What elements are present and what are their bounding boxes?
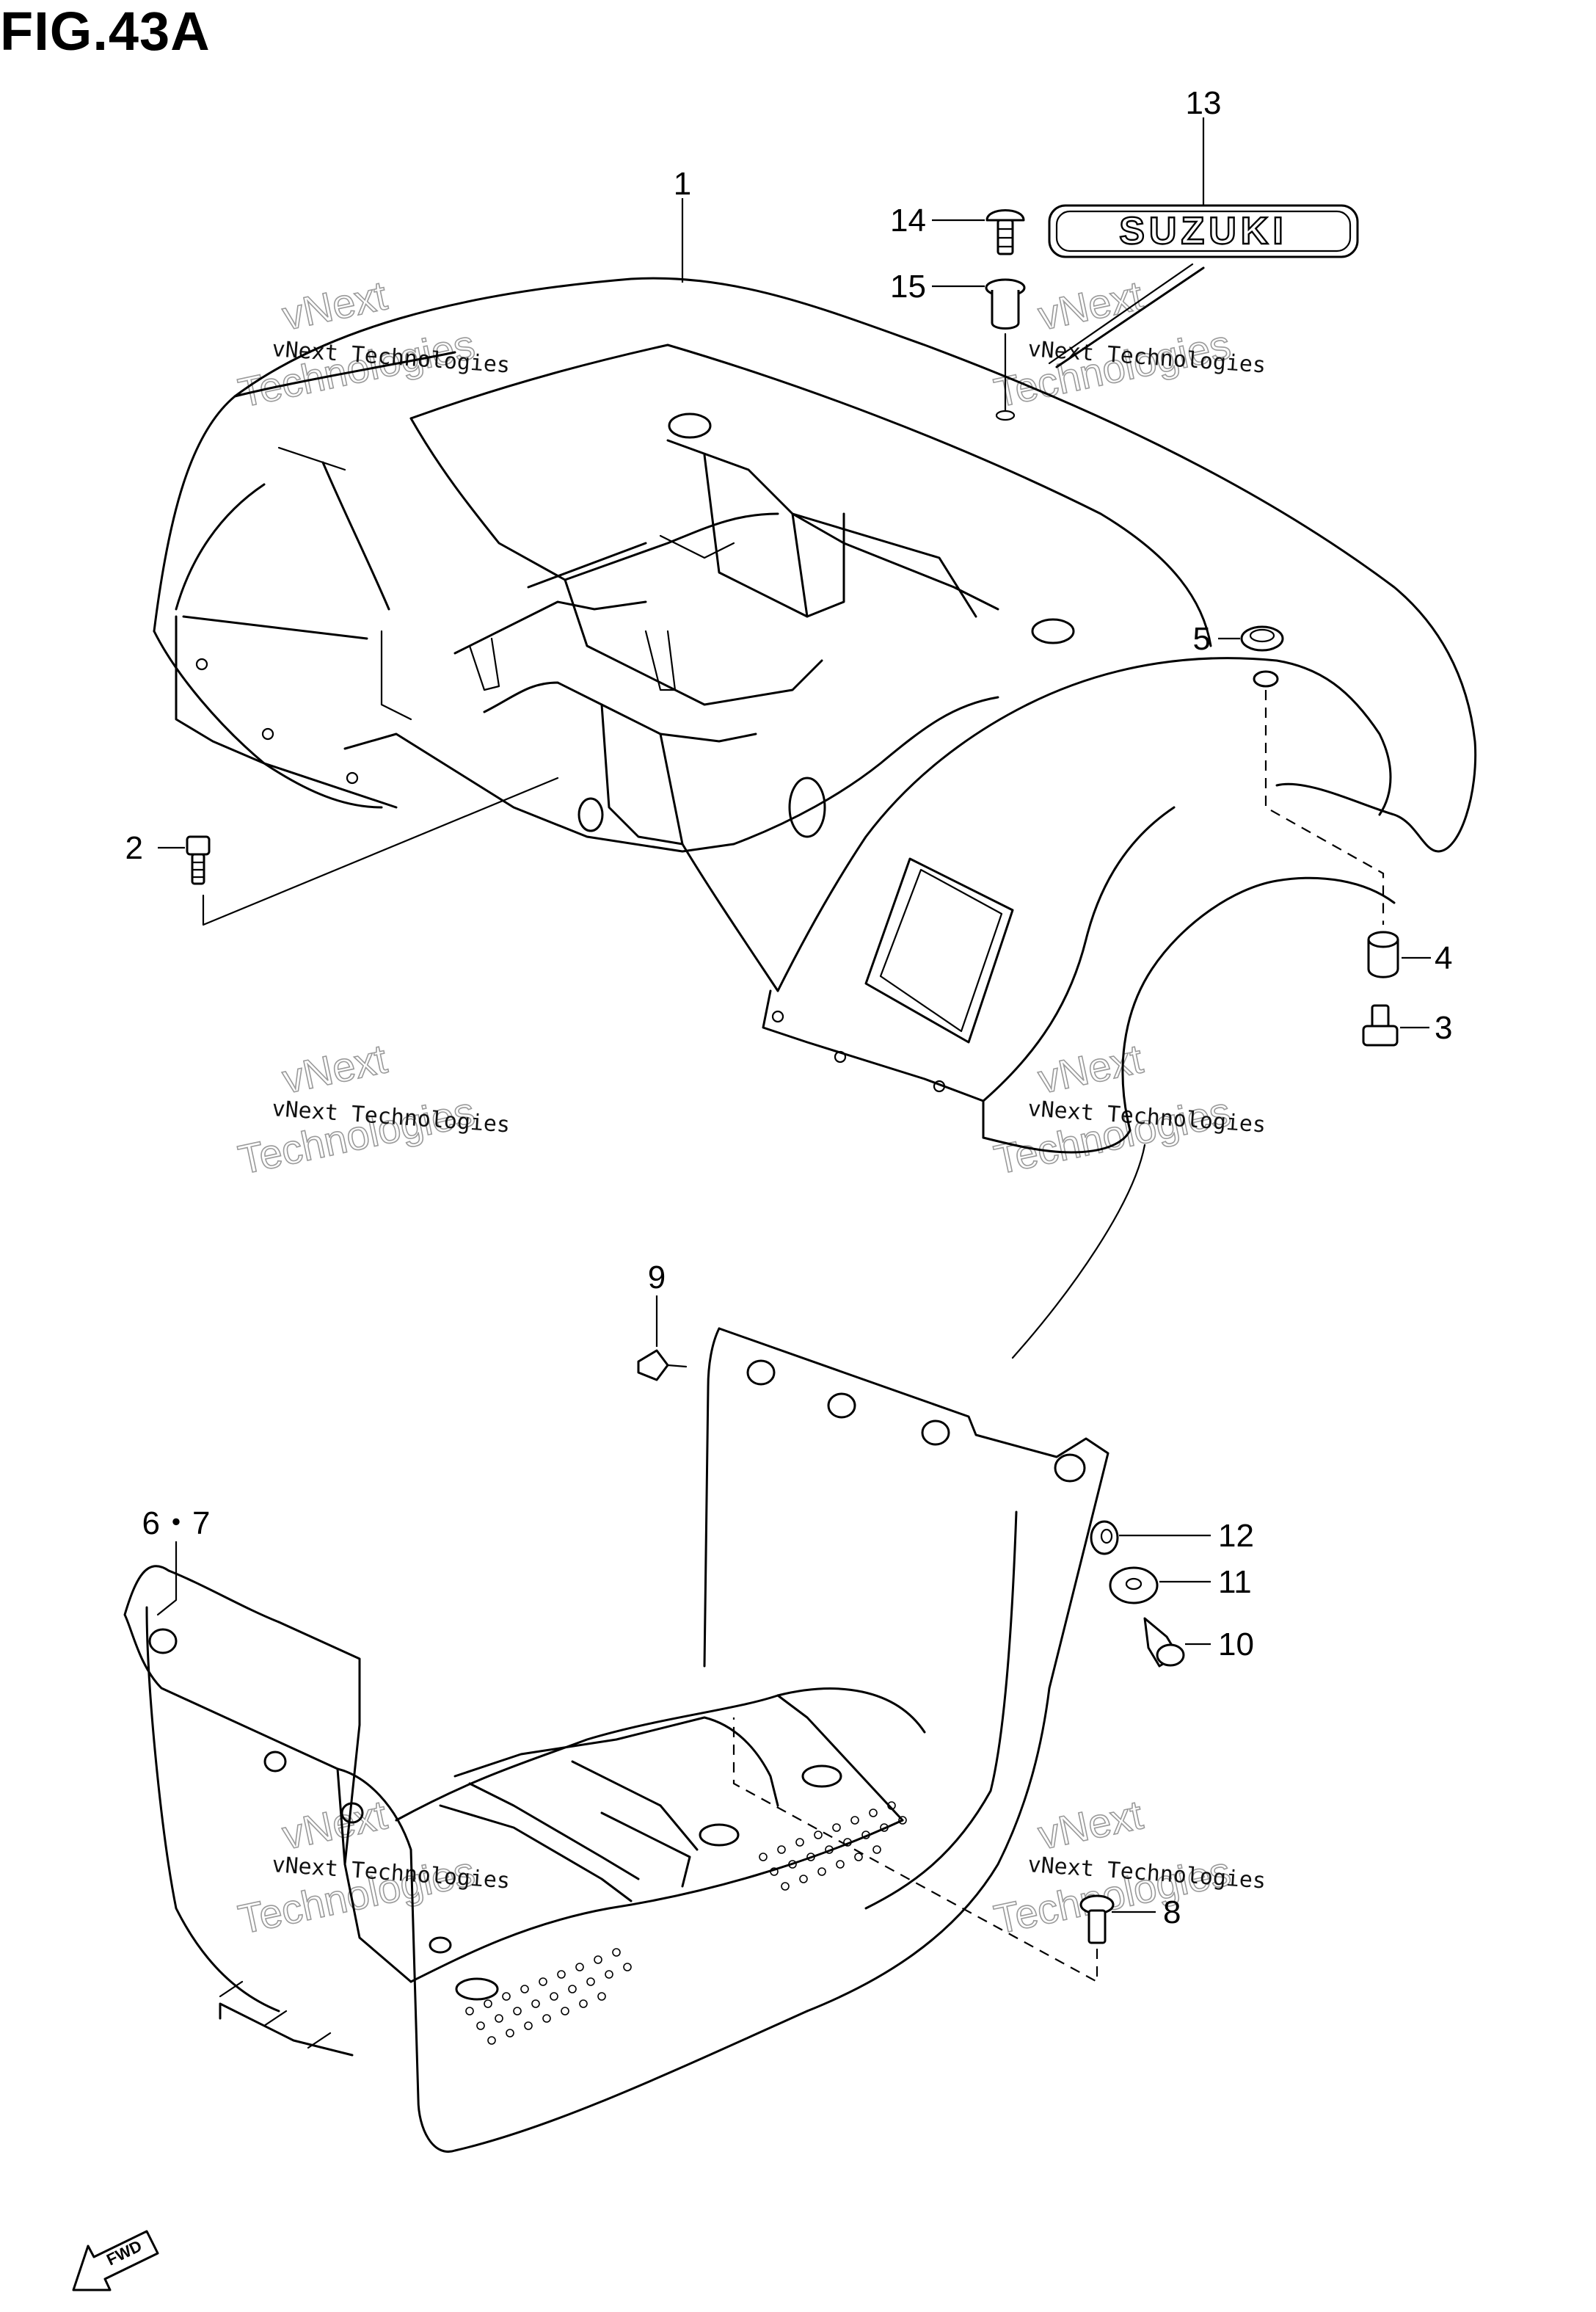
svg-text:vNext: vNext	[278, 1791, 391, 1858]
bolt-part-8	[1079, 1894, 1115, 1944]
callout-13: 13	[1186, 85, 1222, 121]
collar-part-4	[1367, 931, 1399, 978]
footrest-part-6-7	[123, 1327, 1109, 2153]
bolt-part-2	[186, 835, 211, 885]
callout-3: 3	[1435, 1010, 1452, 1046]
nut-part-12	[1090, 1520, 1119, 1555]
svg-text:vNext: vNext	[1034, 1791, 1147, 1858]
callout-9: 9	[648, 1259, 666, 1295]
callout-10: 10	[1218, 1626, 1254, 1662]
leader-6-7-tip	[156, 1599, 178, 1616]
suzuki-emblem-part-13: SUZUKI	[1048, 204, 1359, 368]
callout-14: 14	[890, 203, 926, 239]
step-perforations	[465, 1801, 907, 2045]
fwd-direction-arrow: FWD	[72, 2230, 159, 2291]
callout-1: 1	[674, 166, 691, 202]
callout-4: 4	[1435, 940, 1452, 976]
svg-text:vNext: vNext	[278, 1035, 391, 1102]
bolt-part-3	[1362, 1004, 1399, 1047]
nut-part-15	[985, 278, 1026, 330]
figure-title: FIG.43A	[0, 1, 211, 62]
callout-6-7: 6・7	[142, 1505, 211, 1541]
watermark-top-right: vNext Technologies vNext Technologies	[990, 271, 1267, 416]
rear-fender-part-1	[153, 277, 1477, 1154]
grommet-part-5	[1240, 625, 1284, 652]
assembly-line-2	[202, 777, 559, 926]
callout-5: 5	[1193, 621, 1211, 657]
watermark-top-left: vNext Technologies vNext Technologies	[234, 271, 511, 416]
watermark-mid-left: vNext Technologies vNext Technologies	[234, 1034, 511, 1183]
washer-part-11	[1109, 1566, 1159, 1604]
screw-part-14	[985, 209, 1025, 255]
callout-15: 15	[890, 269, 926, 305]
callout-8: 8	[1163, 1894, 1181, 1930]
assembly-line-fender-footrest	[1011, 1144, 1146, 1359]
svg-text:vNext: vNext	[278, 272, 391, 338]
watermark-bottom-right: vNext Technologies vNext Technologies	[990, 1790, 1267, 1943]
clip-part-9	[637, 1349, 688, 1381]
callout-11: 11	[1218, 1564, 1252, 1600]
callout-2: 2	[125, 830, 143, 866]
screw-part-10	[1143, 1617, 1185, 1668]
assembly-line-8	[732, 1717, 1098, 1983]
watermark-mid-right: vNext Technologies vNext Technologies	[990, 1034, 1267, 1183]
svg-text:vNext: vNext	[1034, 1035, 1147, 1102]
svg-text:vNext: vNext	[1034, 272, 1147, 338]
suzuki-logo-text: SUZUKI	[1119, 210, 1288, 252]
callout-12: 12	[1218, 1518, 1254, 1554]
assembly-line-4	[1264, 690, 1385, 925]
